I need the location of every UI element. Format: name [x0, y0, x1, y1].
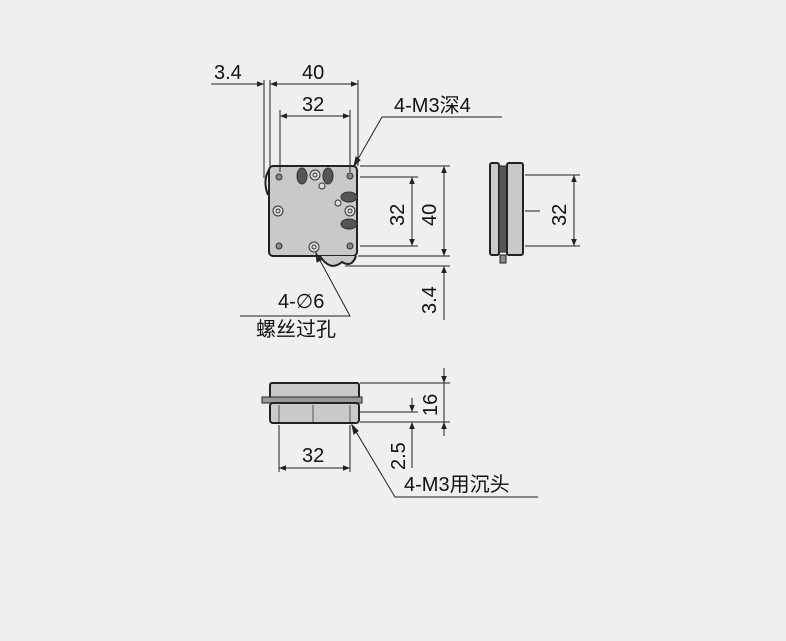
dim-top-bottom-offset: 3.4	[419, 286, 441, 314]
dim-front-hole-spacing: 32	[302, 445, 325, 467]
callout-tapped-holes: 4-M3深4	[394, 95, 471, 117]
side-view-part	[489, 162, 524, 264]
dim-top-height-holes: 32	[387, 203, 409, 226]
front-view-part	[261, 382, 363, 424]
dim-front-total-height: 16	[420, 393, 442, 416]
callout-through-holes: 4-∅6	[278, 291, 325, 313]
dim-front-counterbore: 2.5	[388, 442, 410, 470]
top-view-part	[264, 165, 358, 267]
dim-top-width-holes: 32	[302, 94, 325, 116]
callout-through-holes-note: 螺丝过孔	[256, 319, 336, 341]
dim-top-width-outer: 40	[302, 62, 325, 84]
dim-top-height-outer: 40	[419, 203, 441, 226]
dim-top-left-offset: 3.4	[214, 62, 242, 84]
callout-counterbore: 4-M3用沉头	[404, 474, 510, 496]
dim-side-height-holes: 32	[549, 203, 571, 226]
